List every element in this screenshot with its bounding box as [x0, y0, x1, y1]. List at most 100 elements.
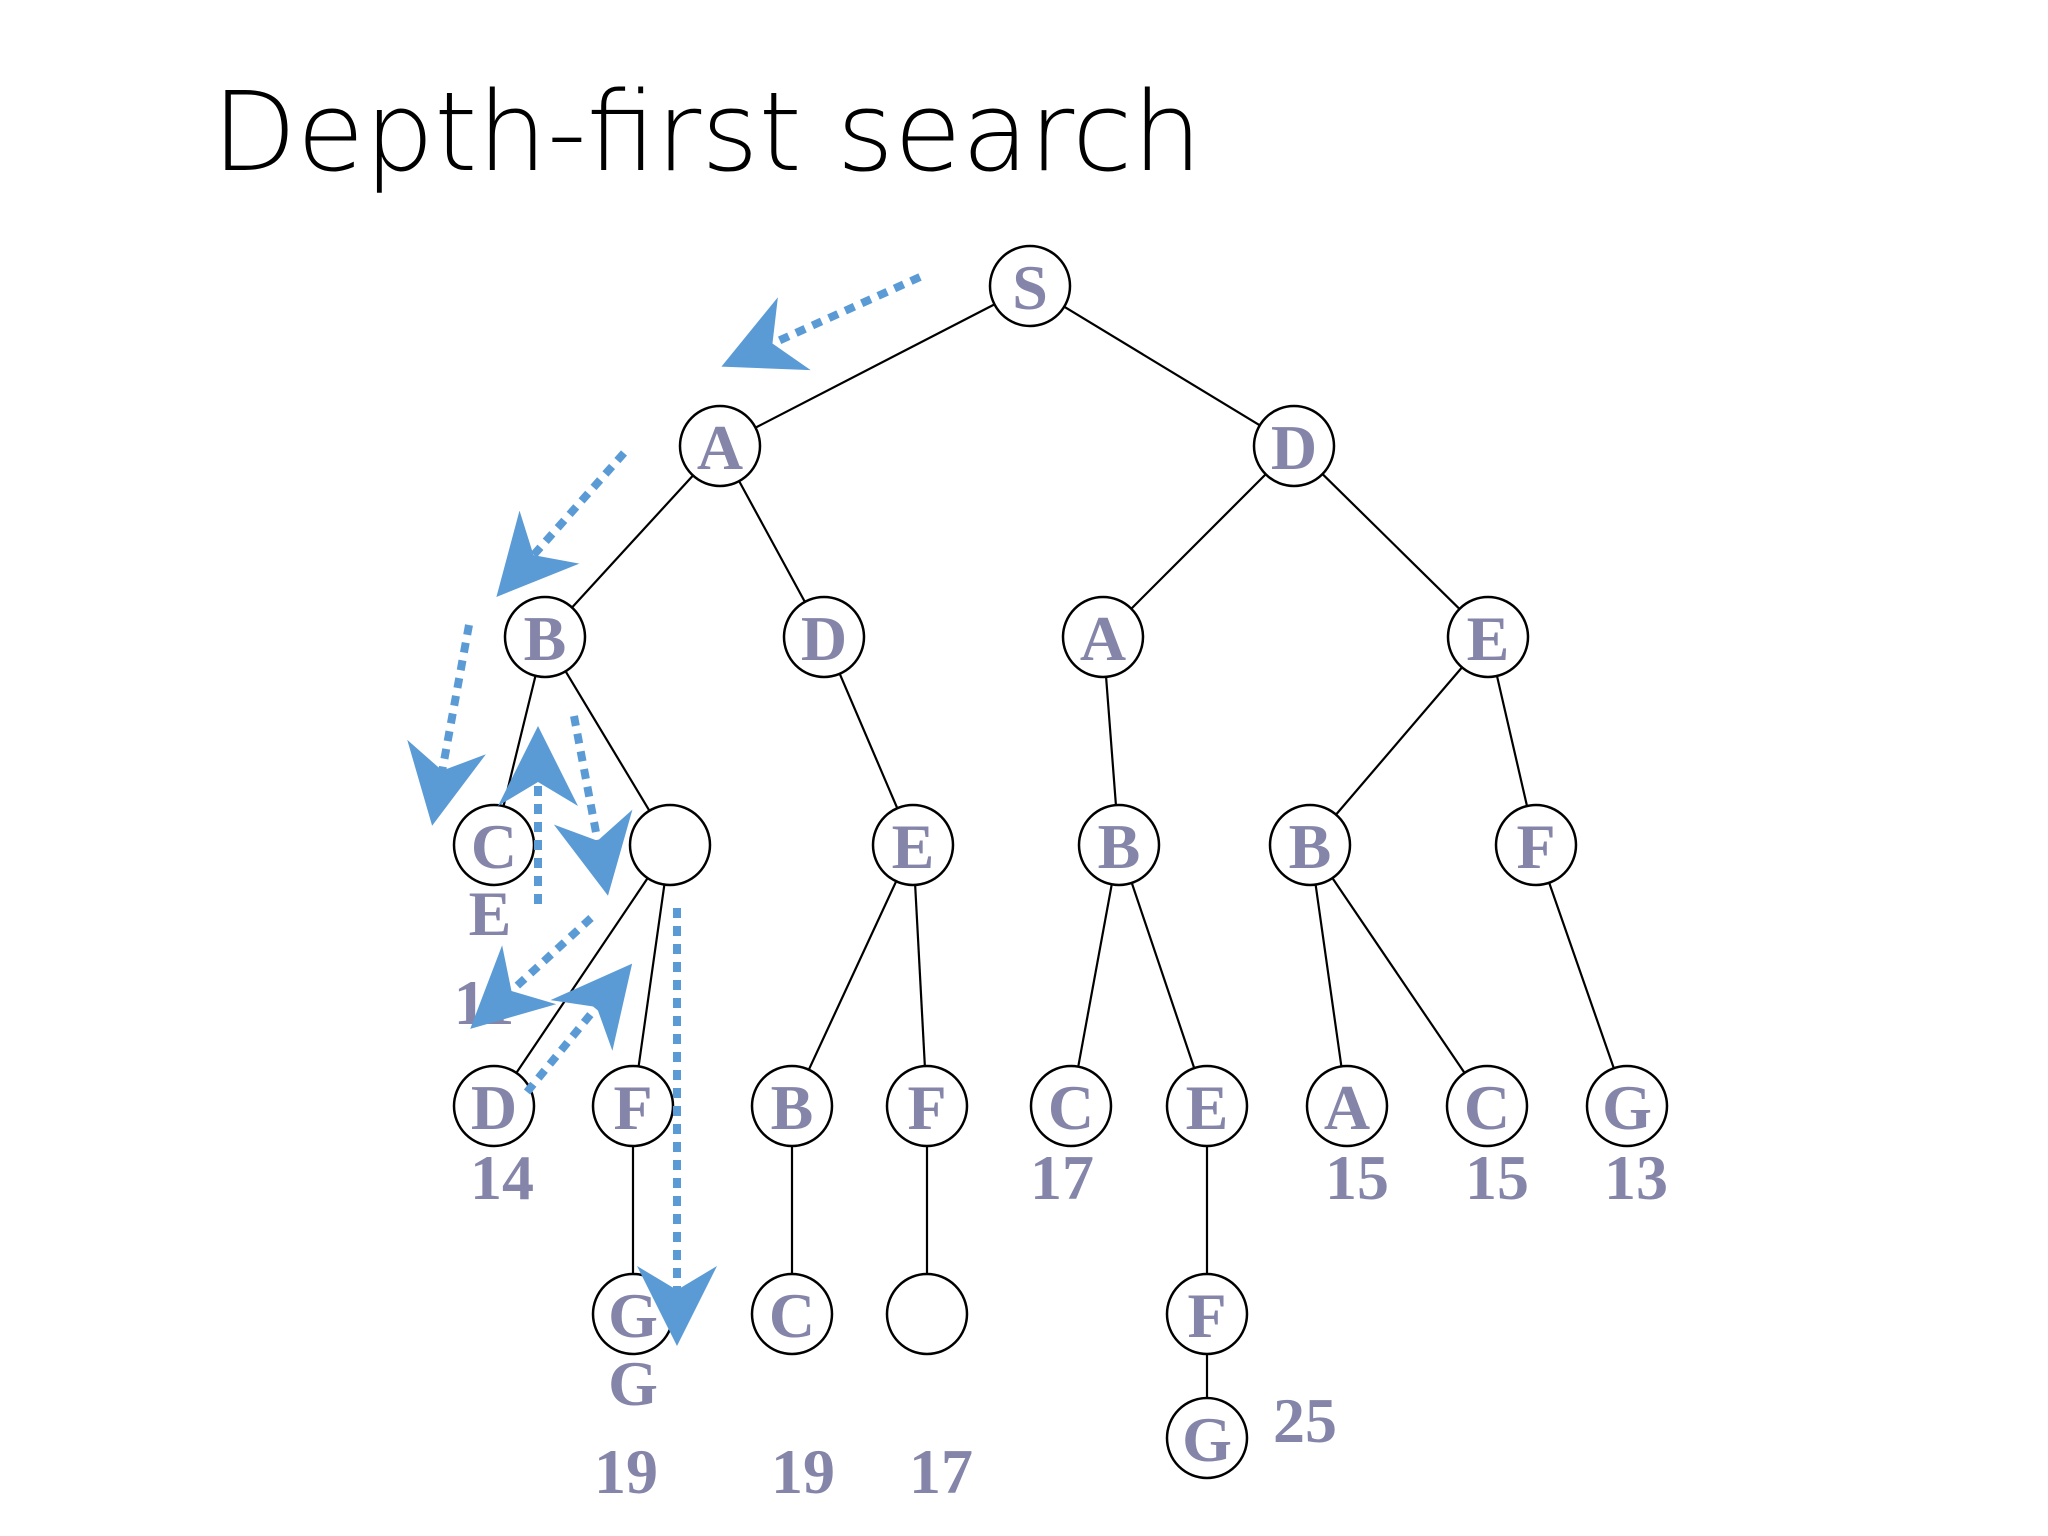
tree-node-label: D [471, 1072, 517, 1143]
tree-node-circle [1445, 1064, 1529, 1148]
tree-node-label: G [608, 1280, 658, 1351]
tree-node-circle [1165, 1064, 1249, 1148]
tree-node-circle [503, 595, 587, 679]
tree-edge-d1-e1 [1321, 473, 1461, 610]
tree-node-circle [1305, 1064, 1389, 1148]
tree-node-label: E [1467, 603, 1510, 674]
tree-edge-b1-x1 [564, 670, 651, 812]
tree-node: C [1029, 1064, 1113, 1148]
tree-node [885, 1272, 969, 1356]
tree-edge-b2-c2 [1077, 884, 1113, 1067]
tree-node-circle [750, 1064, 834, 1148]
tree-node-circle [988, 244, 1072, 328]
path-cost-label: E [469, 878, 512, 949]
tree-node: B [1077, 803, 1161, 887]
tree-node-circle [1061, 595, 1145, 679]
tree-node-label: C [1048, 1072, 1094, 1143]
tree-node: F [885, 1064, 969, 1148]
tree-edge-b3-c3 [1331, 877, 1466, 1074]
tree-edge-e2-f3 [914, 884, 926, 1067]
tree-node-circle [885, 1064, 969, 1148]
tree-node-circle [452, 1064, 536, 1148]
path-cost-label: 15 [1325, 1142, 1389, 1213]
dfs-traversal-arrows [407, 273, 922, 1346]
tree-node-label: F [1187, 1280, 1226, 1351]
path-cost-label: 25 [1273, 1385, 1337, 1456]
tree-node: F [1165, 1272, 1249, 1356]
tree-edge-b3-a3 [1314, 884, 1343, 1067]
path-cost-label: 19 [594, 1436, 658, 1507]
tree-node-label: A [1324, 1072, 1370, 1143]
path-cost-label: 15 [1465, 1142, 1529, 1213]
tree-node-circle [1165, 1272, 1249, 1356]
tree-node-label: S [1012, 252, 1048, 323]
tree-node-circle [871, 803, 955, 887]
tree-node-circle [1494, 803, 1578, 887]
tree-edge-a2-b2 [1104, 676, 1118, 806]
tree-node: C [750, 1272, 834, 1356]
path-cost-label: 17 [1030, 1142, 1094, 1213]
tree-edge-d1-a2 [1130, 473, 1267, 610]
tree-node-label: F [1516, 811, 1555, 882]
tree-node-label: B [1289, 811, 1332, 882]
tree-node-circle [628, 803, 712, 887]
tree-edge-f1-g1 [1548, 882, 1615, 1069]
tree-node: F [591, 1064, 675, 1148]
tree-node-label: D [801, 603, 847, 674]
tree-node: C [452, 803, 536, 887]
path-cost-label: 11 [454, 967, 514, 1038]
tree-edge-e2-b4 [807, 880, 898, 1071]
tree-node: E [1165, 1064, 1249, 1148]
tree-node-label: B [524, 603, 567, 674]
tree-node-label: C [471, 811, 517, 882]
tree-edge-s-d1 [1063, 305, 1261, 427]
path-cost-label: 19 [771, 1436, 835, 1507]
tree-node-circle [1446, 595, 1530, 679]
tree-edge-a1-b1 [571, 474, 694, 609]
tree-edge-x1-d3 [515, 877, 649, 1074]
tree-node-label: E [892, 811, 935, 882]
tree-node-label: C [769, 1280, 815, 1351]
tree-node: G [591, 1272, 675, 1356]
path-cost-label: 17 [909, 1436, 973, 1507]
tree-node: A [1061, 595, 1145, 679]
tree-node-label: F [613, 1072, 652, 1143]
tree-node-circle [1252, 404, 1336, 488]
tree-node-circle [1077, 803, 1161, 887]
tree-edge-b1-c1 [502, 675, 537, 807]
path-cost-label: 14 [470, 1142, 534, 1213]
tree-edges [502, 303, 1615, 1398]
tree-edge-b2-e3 [1130, 882, 1196, 1069]
dfs-trace-arrow [470, 915, 594, 1029]
dfs-trace-arrow [721, 273, 922, 371]
tree-node: E [871, 803, 955, 887]
path-cost-label: G [608, 1348, 658, 1419]
tree-node-label: E [1186, 1072, 1229, 1143]
tree-node: G [1585, 1064, 1669, 1148]
tree-node-circle [1585, 1064, 1669, 1148]
tree-node-label: C [1464, 1072, 1510, 1143]
tree-node: F [1494, 803, 1578, 887]
tree-node: E [1446, 595, 1530, 679]
tree-node-circle [1268, 803, 1352, 887]
tree-edge-s-a1 [755, 303, 995, 429]
tree-edge-e1-b3 [1335, 666, 1463, 816]
dfs-trace-arrow [523, 963, 633, 1095]
tree-node: A [1305, 1064, 1389, 1148]
tree-edge-a1-d2 [738, 480, 806, 603]
tree-node: S [988, 244, 1072, 328]
tree-node-label: F [907, 1072, 946, 1143]
slide-title: Depth-first search [212, 68, 1203, 196]
tree-node-label: B [771, 1072, 814, 1143]
tree-node-circle [782, 595, 866, 679]
tree-node-label: G [1602, 1072, 1652, 1143]
tree-edge-e1-f1 [1495, 675, 1529, 807]
tree-node-circle [1165, 1396, 1249, 1480]
tree-node: D [782, 595, 866, 679]
tree-node-label: A [1080, 603, 1126, 674]
tree-node-label: B [1098, 811, 1141, 882]
tree-node: C [1445, 1064, 1529, 1148]
